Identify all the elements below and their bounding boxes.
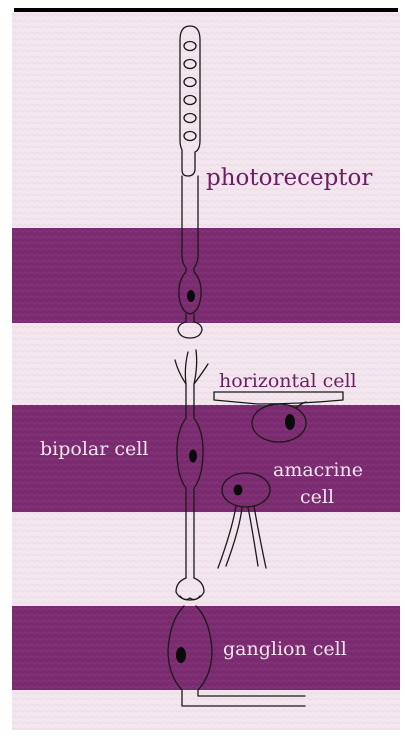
photoreceptor-nucleus (187, 290, 195, 302)
ganglion-nucleus (176, 647, 186, 663)
layer-band-1 (12, 228, 400, 323)
label-bipolar-cell: bipolar cell (40, 438, 148, 460)
label-horizontal-cell: horizontal cell (219, 370, 357, 392)
bipolar-nucleus (189, 450, 197, 463)
label-amacrine-cell: cell (300, 486, 334, 508)
horizontal-nucleus (285, 414, 295, 430)
label-amacrine: amacrine (273, 459, 363, 481)
label-photoreceptor: photoreceptor (206, 165, 372, 191)
label-ganglion-cell: ganglion cell (223, 638, 347, 660)
amacrine-nucleus (234, 485, 243, 496)
